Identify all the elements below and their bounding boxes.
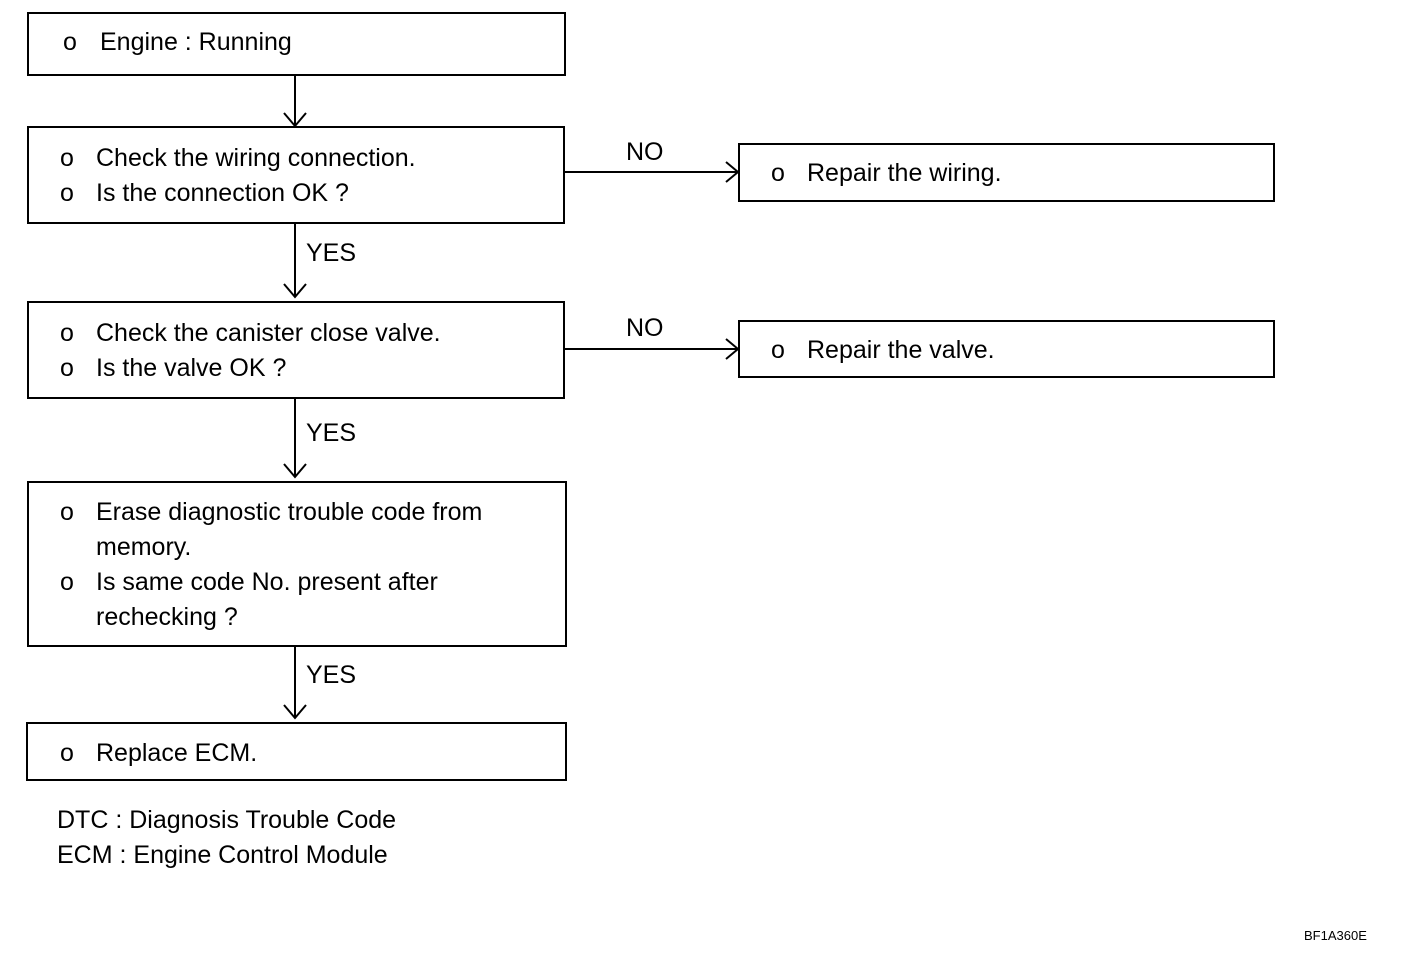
step2-text-2: Is the valve OK ? — [96, 354, 287, 382]
step3-text-1: Erase diagnostic trouble code from memor… — [96, 498, 483, 561]
legend-ecm: ECM : Engine Control Module — [57, 841, 388, 869]
arrowhead-step2 — [283, 283, 307, 299]
step1-text-2: Is the connection OK ? — [96, 179, 349, 207]
bullet: o — [60, 568, 74, 596]
end-box: o Replace ECM. — [26, 722, 567, 781]
step2-no-box: o Repair the valve. — [738, 320, 1275, 378]
bullet: o — [60, 739, 74, 767]
step1-box: o Check the wiring connection. o Is the … — [27, 126, 565, 224]
step1-no-text: Repair the wiring. — [807, 159, 1002, 187]
start-text: Engine : Running — [100, 28, 292, 56]
figure-id: BF1A360E — [1304, 928, 1367, 943]
bullet: o — [60, 498, 74, 526]
no-label-step2: NO — [626, 314, 664, 342]
bullet: o — [60, 354, 74, 382]
step2-no-text: Repair the valve. — [807, 336, 995, 364]
step3-box: o Erase diagnostic trouble code from mem… — [27, 481, 567, 647]
bullet: o — [60, 179, 74, 207]
step1-text-1: Check the wiring connection. — [96, 144, 416, 172]
bullet: o — [771, 159, 785, 187]
start-box: o Engine : Running — [27, 12, 566, 76]
no-label-step1: NO — [626, 138, 664, 166]
bullet: o — [771, 336, 785, 364]
yes-label-step1: YES — [306, 239, 357, 267]
step2-text-1: Check the canister close valve. — [96, 319, 441, 347]
yes-label-step2: YES — [306, 419, 357, 447]
legend-dtc: DTC : Diagnosis Trouble Code — [57, 806, 397, 834]
end-text: Replace ECM. — [96, 739, 258, 767]
bullet: o — [63, 28, 77, 56]
arrowhead-step3 — [283, 463, 307, 479]
step2-box: o Check the canister close valve. o Is t… — [27, 301, 565, 399]
step1-no-box: o Repair the wiring. — [738, 143, 1275, 202]
step3-text-2: Is same code No. present after recheckin… — [96, 568, 438, 631]
yes-label-step3: YES — [306, 661, 357, 689]
bullet: o — [60, 319, 74, 347]
bullet: o — [60, 144, 74, 172]
arrowhead-end — [283, 704, 307, 720]
